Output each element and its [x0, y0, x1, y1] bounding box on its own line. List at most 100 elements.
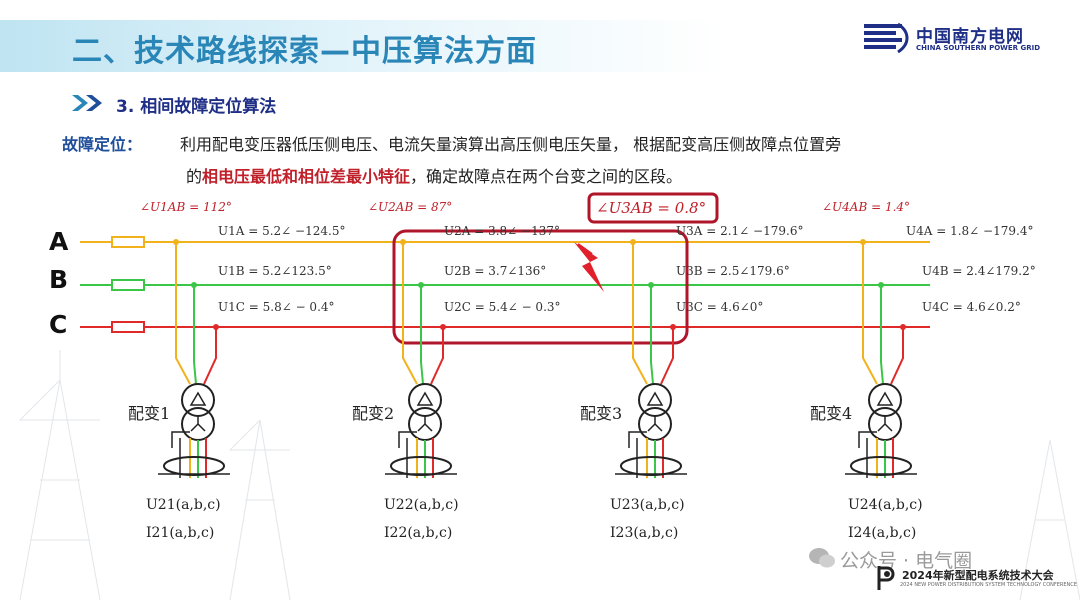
low-voltage-2: U22(a,b,c) [384, 497, 459, 513]
logo-subtext: CHINA SOUTHERN POWER GRID [916, 44, 1041, 52]
section-heading: 3. 相间故障定位算法 [116, 97, 277, 117]
angle-label-4: ∠U4AB = 1.4° [822, 200, 911, 214]
transformer-4-label: 配变4 [810, 404, 853, 423]
tf4-drop-a [862, 242, 878, 385]
low-current-1: I21(a,b,c) [146, 525, 215, 541]
phasor-1c: U1C = 5.8∠ − 0.4° [218, 300, 335, 314]
double-chevron-icon [72, 95, 102, 111]
tf3-drop-c [660, 327, 674, 385]
csg-logo-icon [864, 22, 909, 54]
angle-label-2: ∠U2AB = 87° [368, 200, 453, 214]
phasor-1a: U1A = 5.2∠ −124.5° [218, 224, 346, 238]
tf4-node-c [900, 324, 906, 330]
tf1-node-b [191, 282, 197, 288]
tf1-delta-icon [189, 391, 207, 406]
tower-background-icon [18, 350, 1080, 601]
tf1-current-sensor-icon [163, 456, 225, 476]
tf3-node-b [648, 282, 654, 288]
line-label-a: A [49, 227, 69, 256]
phasor-3a: U3A = 2.1∠ −179.6° [676, 224, 804, 238]
tf3-neutral-link [628, 431, 647, 448]
lightning-fault-icon [574, 242, 604, 292]
tf4-primary-winding-icon [868, 383, 902, 417]
logo-text: 中国南方电网 [916, 27, 1024, 47]
tf2-current-sensor-icon [390, 456, 452, 476]
tf4-wye-icon [877, 415, 893, 432]
resistor-a-icon [111, 236, 145, 248]
angle-label-1: ∠U1AB = 112° [140, 200, 232, 214]
tf3-delta-icon [646, 391, 664, 406]
tf3-primary-winding-icon [638, 383, 672, 417]
phasor-1b: U1B = 5.2∠123.5° [218, 264, 332, 278]
description-line-2-pre: 的 [186, 167, 203, 186]
phasor-2b: U2B = 3.7∠136° [444, 264, 547, 278]
tf1-neutral-link [171, 431, 190, 448]
tf1-drop-c [203, 327, 217, 385]
watermark: 公众号 · 电气圈 [840, 550, 973, 572]
wechat-icon [809, 548, 835, 568]
conference-logo-icon [877, 566, 895, 590]
tf2-primary-winding-icon [408, 383, 442, 417]
phasor-4a: U4A = 1.8∠ −179.4° [906, 224, 1034, 238]
resistor-b-icon [111, 279, 145, 291]
tf3-current-sensor-icon [620, 456, 682, 476]
tf3-node-c [670, 324, 676, 330]
tf2-drop-c [430, 327, 444, 385]
phasor-2c: U2C = 5.4∠ − 0.3° [444, 300, 561, 314]
tf1-drop-a [175, 242, 191, 385]
tf3-drop-a [632, 242, 648, 385]
min-angle-box [587, 192, 719, 224]
tf4-delta-icon [876, 391, 894, 406]
title-band [0, 20, 720, 72]
description-line-1: 利用配电变压器低压侧电压、电流矢量演算出高压侧电压矢量， 根据配变高压侧故障点位… [180, 135, 842, 154]
low-current-4: I24(a,b,c) [848, 525, 917, 541]
description-lead: 故障定位： [62, 135, 143, 154]
tf2-delta-icon [416, 391, 434, 406]
line-label-b: B [49, 265, 69, 294]
tf1-wye-icon [190, 415, 206, 432]
phasor-3b: U3B = 2.5∠179.6° [676, 264, 790, 278]
description-highlight: 相电压最低和相位差最小特征 [202, 167, 411, 186]
page-title: 二、技术路线探索—中压算法方面 [72, 34, 537, 69]
line-label-c: C [49, 310, 68, 339]
transformer-1-label: 配变1 [128, 404, 171, 423]
tf2-wye-icon [417, 415, 433, 432]
tf1-drop-b [193, 285, 197, 385]
phasor-4c: U4C = 4.6∠0.2° [922, 300, 1021, 314]
tf1-node-c [213, 324, 219, 330]
phasor-2a: U2A = 3.8∠ −137° [444, 224, 561, 238]
low-voltage-4: U24(a,b,c) [848, 497, 923, 513]
fault-section-box [392, 229, 689, 345]
low-voltage-3: U23(a,b,c) [610, 497, 685, 513]
phasor-3c: U3C = 4.6∠0° [676, 300, 764, 314]
tf1-node-a [173, 239, 179, 245]
lightning-tail-icon [577, 243, 593, 255]
tf2-drop-a [402, 242, 418, 385]
tf2-node-c [440, 324, 446, 330]
conference-subtitle: 2024 NEW POWER DISTRIBUTION SYSTEM TECHN… [900, 582, 1077, 588]
tf2-neutral-link [398, 431, 417, 448]
tf2-node-a [400, 239, 406, 245]
tf3-drop-b [650, 285, 654, 385]
tf4-current-sensor-icon [850, 456, 912, 476]
tf4-drop-b [880, 285, 884, 385]
tf4-neutral-link [858, 431, 877, 448]
tf3-wye-icon [647, 415, 663, 432]
description-line-2: 的相电压最低和相位差最小特征，确定故障点在两个台变之间的区段。 [186, 163, 682, 187]
low-current-2: I22(a,b,c) [384, 525, 453, 541]
transformer-3-label: 配变3 [580, 404, 623, 423]
angle-label-3: ∠U3AB = 0.8° [596, 199, 707, 217]
tf2-node-b [418, 282, 424, 288]
tf1-primary-winding-icon [181, 383, 215, 417]
tf2-drop-b [420, 285, 424, 385]
transformer-2-label: 配变2 [352, 404, 395, 423]
low-voltage-1: U21(a,b,c) [146, 497, 221, 513]
resistor-c-icon [111, 321, 145, 333]
tf4-node-a [860, 239, 866, 245]
tf3-node-a [630, 239, 636, 245]
description-line-2-post: ，确定故障点在两个台变之间的区段。 [410, 167, 683, 186]
low-current-3: I23(a,b,c) [610, 525, 679, 541]
conference-title: 2024年新型配电系统技术大会 [902, 569, 1054, 582]
phasor-4b: U4B = 2.4∠179.2° [922, 264, 1036, 278]
